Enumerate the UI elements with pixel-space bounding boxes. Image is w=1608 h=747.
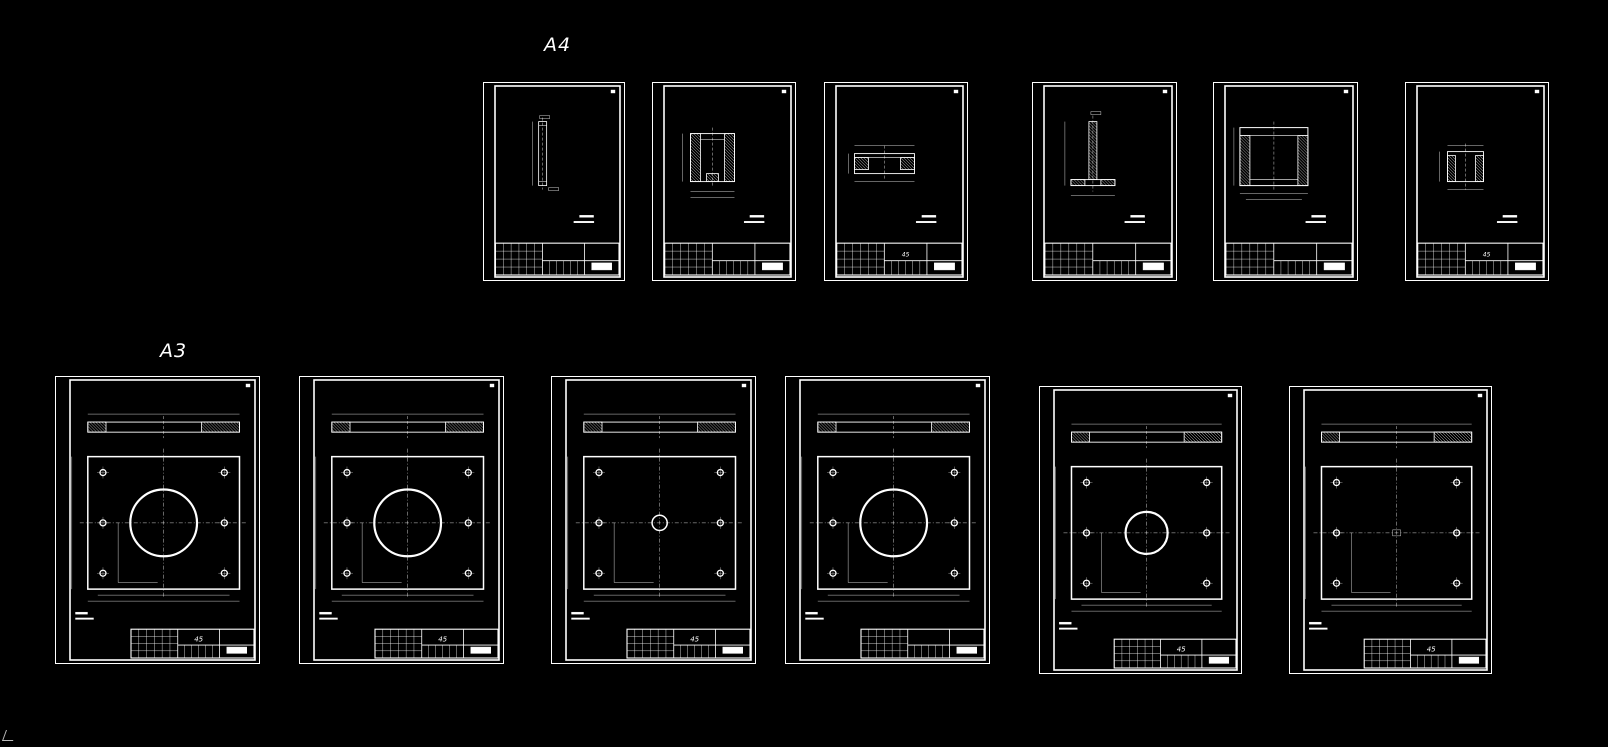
sheet-outer-border <box>1289 386 1492 674</box>
title-block <box>664 242 791 276</box>
sheet-outer-border <box>1032 82 1177 281</box>
part-view-shaft <box>1064 111 1146 224</box>
part-view-plate-big-hole <box>315 413 492 620</box>
title-block-material: 45 <box>1177 645 1186 653</box>
sheet-inner-frame <box>494 85 621 278</box>
part-view-plate-big-hole <box>71 413 248 620</box>
part-view-pin <box>532 115 595 224</box>
title-block: 45 <box>1113 638 1237 669</box>
sheet-inner-frame <box>663 85 792 278</box>
sheet-drawing: 45 <box>1289 386 1492 674</box>
drawing-sheet-a3-5[interactable]: 45 <box>1039 386 1242 674</box>
part-view-ring <box>848 145 937 224</box>
title-block <box>1044 242 1172 276</box>
sheet-inner-frame <box>565 379 752 661</box>
drawing-sheet-a4-4[interactable] <box>1032 82 1177 281</box>
sheet-drawing <box>1032 82 1177 281</box>
title-block <box>1225 242 1353 276</box>
sheet-inner-frame <box>799 379 986 661</box>
sheet-outer-border <box>299 376 504 664</box>
title-block: 45 <box>1417 242 1544 276</box>
title-block <box>494 242 620 276</box>
title-block: 45 <box>374 628 499 659</box>
part-view-bushing <box>682 127 765 224</box>
title-block: 45 <box>836 242 963 276</box>
drawing-sheet-a3-2[interactable]: 45 <box>299 376 504 664</box>
sheet-inner-frame <box>1303 389 1488 671</box>
part-view-collar <box>1439 143 1518 224</box>
part-view-sleeve <box>1233 121 1327 224</box>
drawing-sheet-a4-5[interactable] <box>1213 82 1358 281</box>
drawing-sheet-a4-3[interactable]: 45 <box>824 82 968 281</box>
title-block-material: 45 <box>690 635 699 643</box>
sheet-outer-border <box>785 376 990 664</box>
drawing-sheet-a3-1[interactable]: 45 <box>55 376 260 664</box>
ucs-icon <box>1 730 18 741</box>
drawing-sheet-a4-2[interactable] <box>652 82 796 281</box>
title-block-material: 45 <box>438 635 447 643</box>
sheet-outer-border <box>551 376 756 664</box>
part-view-plate-no-hole <box>1305 423 1480 630</box>
sheet-drawing <box>652 82 796 281</box>
group-label-a3: A3 <box>160 340 188 362</box>
sheet-outer-border <box>483 82 625 281</box>
part-view-plate-big-hole <box>801 413 978 620</box>
title-block-material: 45 <box>1483 252 1491 259</box>
drawing-sheet-a4-6[interactable]: 45 <box>1405 82 1549 281</box>
sheet-inner-frame <box>1224 85 1354 278</box>
sheet-drawing: 45 <box>1405 82 1549 281</box>
sheet-drawing: 45 <box>1039 386 1242 674</box>
sheet-drawing: 45 <box>824 82 968 281</box>
group-label-a4: A4 <box>544 34 572 56</box>
sheet-drawing <box>1213 82 1358 281</box>
part-view-plate-small-hole <box>567 413 744 620</box>
drawing-sheet-a4-1[interactable] <box>483 82 625 281</box>
sheet-outer-border <box>1213 82 1358 281</box>
drawing-sheet-a3-6[interactable]: 45 <box>1289 386 1492 674</box>
part-view-plate-medium-hole <box>1055 423 1230 630</box>
sheet-inner-frame <box>835 85 964 278</box>
sheet-drawing <box>483 82 625 281</box>
drawing-sheet-a3-3[interactable]: 45 <box>551 376 756 664</box>
sheet-drawing <box>785 376 990 664</box>
sheet-drawing: 45 <box>55 376 260 664</box>
title-block: 45 <box>626 628 751 659</box>
sheet-inner-frame <box>1416 85 1545 278</box>
title-block <box>860 628 985 659</box>
title-block: 45 <box>130 628 255 659</box>
sheet-inner-frame <box>313 379 500 661</box>
sheet-outer-border <box>1039 386 1242 674</box>
drawing-sheet-a3-4[interactable] <box>785 376 990 664</box>
sheet-outer-border <box>652 82 796 281</box>
sheet-inner-frame <box>69 379 256 661</box>
title-block-material: 45 <box>1427 645 1436 653</box>
sheet-inner-frame <box>1053 389 1238 671</box>
sheet-outer-border <box>824 82 968 281</box>
sheet-drawing: 45 <box>299 376 504 664</box>
sheet-outer-border <box>1405 82 1549 281</box>
sheet-inner-frame <box>1043 85 1173 278</box>
sheet-outer-border <box>55 376 260 664</box>
sheet-drawing: 45 <box>551 376 756 664</box>
title-block-material: 45 <box>194 635 203 643</box>
title-block-material: 45 <box>902 252 910 259</box>
title-block: 45 <box>1363 638 1487 669</box>
